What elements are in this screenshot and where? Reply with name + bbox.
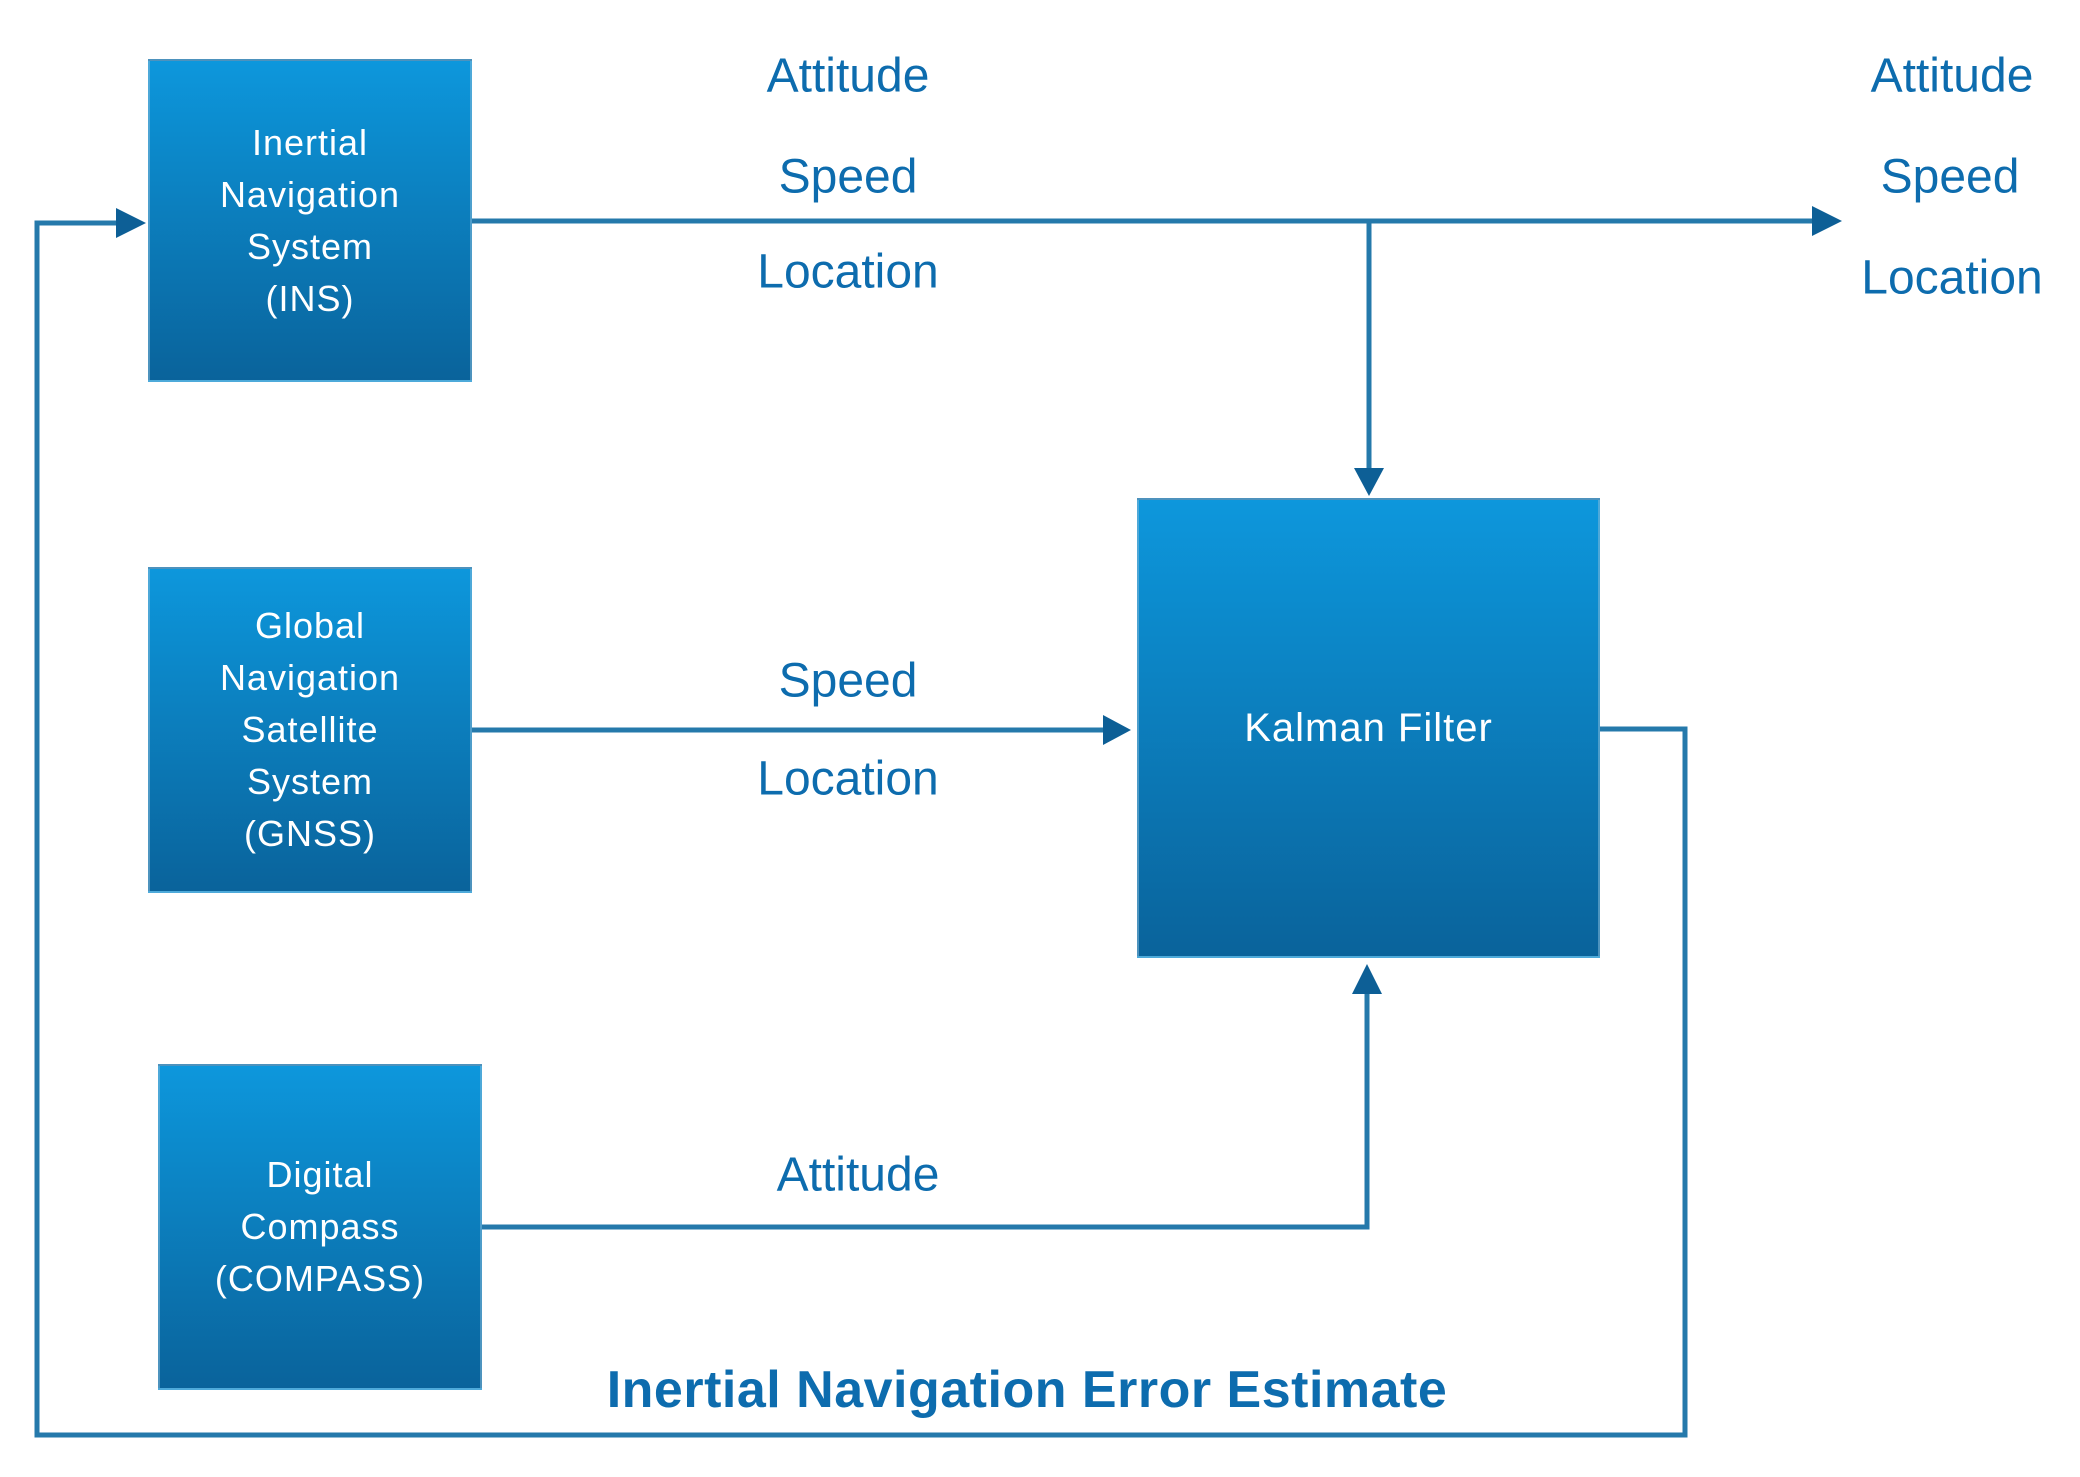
gnss-output-location-label: Location: [757, 752, 939, 806]
compass-label-line: Compass: [240, 1206, 400, 1247]
kalman-filter-label: Kalman Filter: [1244, 706, 1493, 750]
compass-to-kalman-arrowhead-icon: [1352, 964, 1382, 994]
feedback-loop-label: Inertial Navigation Error Estimate: [606, 1361, 1448, 1419]
ins-output-arrowhead-icon: [1812, 206, 1842, 236]
gnss-label-line: Global: [254, 605, 366, 646]
ins-label-line: System: [246, 225, 374, 267]
final-output-speed-label: Speed: [1880, 150, 2020, 204]
compass-label-line: Digital: [266, 1154, 374, 1195]
compass-label-line: (COMPASS): [214, 1258, 426, 1299]
compass-output-attitude-label: Attitude: [776, 1148, 940, 1202]
ins-node: Inertial Navigation System (INS): [148, 59, 472, 382]
ins-label-line: (INS): [265, 277, 355, 319]
compass-to-kalman-line: [482, 994, 1370, 1230]
kalman-filter-node: Kalman Filter: [1137, 498, 1600, 958]
ins-output-location-label: Location: [757, 245, 939, 299]
gnss-to-kalman-arrowhead-icon: [1103, 715, 1131, 745]
ins-output-speed-label: Speed: [778, 150, 918, 204]
ins-label-line: Navigation: [219, 173, 401, 215]
gnss-label-line: Satellite: [241, 709, 379, 750]
feedback-arrowhead-icon: [116, 208, 146, 238]
gnss-output-speed-label: Speed: [778, 654, 918, 708]
gnss-label-line: Navigation: [219, 657, 401, 698]
ins-output-attitude-label: Attitude: [766, 49, 930, 103]
feedback-loop-line: [34, 220, 1688, 1438]
final-output-location-label: Location: [1861, 251, 2043, 305]
gnss-node: Global Navigation Satellite System (GNSS…: [148, 567, 472, 893]
ins-label-line: Inertial: [251, 121, 369, 163]
ins-to-kalman-arrowhead-icon: [1354, 468, 1384, 496]
gnss-label-line: (GNSS): [244, 813, 376, 854]
final-output-attitude-label: Attitude: [1870, 49, 2034, 103]
gnss-label-line: System: [246, 761, 374, 802]
compass-node: Digital Compass (COMPASS): [158, 1064, 482, 1390]
